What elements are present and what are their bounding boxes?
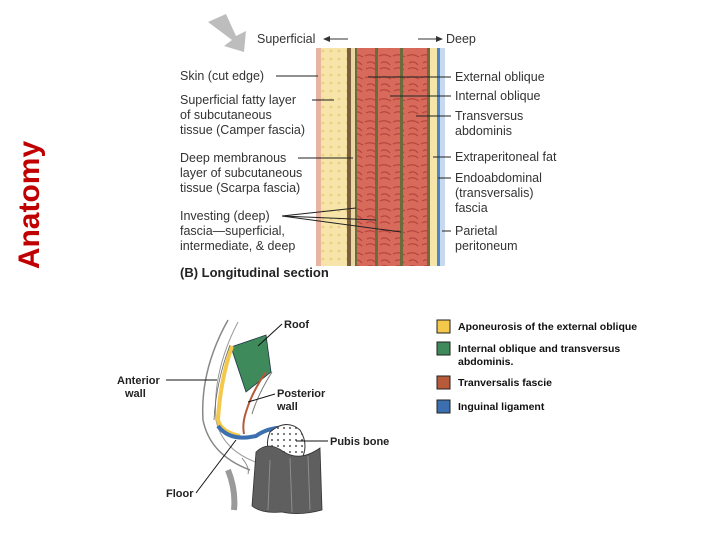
svg-text:Tranversalis fascie: Tranversalis fascie	[458, 377, 552, 389]
right-label-3: Transversus abdominis	[455, 109, 523, 138]
section-caption: (B) Longitudinal section	[180, 265, 329, 280]
svg-text:peritoneum: peritoneum	[455, 239, 518, 253]
svg-text:Superficial fatty layer: Superficial fatty layer	[180, 93, 296, 107]
roof-label: Roof	[284, 319, 309, 331]
svg-text:layer of subcutaneous: layer of subcutaneous	[180, 166, 302, 180]
right-label-5: Endoabdominal (transversalis) fascia	[455, 171, 542, 215]
posterior-wall-label: Posterior wall	[276, 388, 326, 413]
inguinal-canal-diagram	[201, 319, 323, 514]
legend-item-aponeurosis: Aponeurosis of the external oblique	[436, 319, 637, 334]
arrow-right-icon	[436, 36, 443, 42]
legend-item-transversalis: Tranversalis fascie	[436, 375, 552, 390]
bottom-leader-lines	[166, 323, 328, 494]
svg-text:Internal oblique and transvers: Internal oblique and transversus	[458, 343, 620, 355]
left-label-3: Deep membranous layer of subcutaneous ti…	[180, 151, 302, 195]
right-label-4: Extraperitoneal fat	[455, 150, 557, 164]
floor-label: Floor	[166, 488, 194, 500]
svg-text:Parietal: Parietal	[455, 224, 497, 238]
left-label-2: Superficial fatty layer of subcutaneous …	[180, 93, 305, 137]
svg-text:tissue (Camper fascia): tissue (Camper fascia)	[180, 123, 305, 137]
right-label-2: Internal oblique	[455, 89, 541, 103]
direction-superficial: Superficial	[257, 32, 315, 46]
svg-text:Endoabdominal: Endoabdominal	[455, 171, 542, 185]
svg-text:fascia: fascia	[455, 201, 488, 215]
svg-text:tissue (Scarpa fascia): tissue (Scarpa fascia)	[180, 181, 300, 195]
section-diagram	[316, 48, 445, 266]
svg-text:Posterior: Posterior	[277, 388, 326, 400]
svg-text:of subcutaneous: of subcutaneous	[180, 108, 272, 122]
legend-item-inguinal-ligament: Inguinal ligament	[436, 399, 545, 414]
svg-text:Anterior: Anterior	[117, 375, 161, 387]
svg-text:abdominis.: abdominis.	[458, 356, 514, 368]
legend: Aponeurosis of the external oblique Inte…	[436, 319, 637, 414]
svg-text:wall: wall	[276, 401, 298, 413]
svg-text:wall: wall	[124, 388, 146, 400]
svg-text:Aponeurosis of the external ob: Aponeurosis of the external oblique	[458, 321, 637, 333]
right-leader-lines	[368, 76, 451, 232]
left-leader-lines	[276, 75, 402, 233]
arrow-left-icon	[323, 36, 330, 42]
svg-text:Deep membranous: Deep membranous	[180, 151, 286, 165]
svg-text:(transversalis): (transversalis)	[455, 186, 534, 200]
right-label-1: External oblique	[455, 70, 545, 84]
svg-text:abdominis: abdominis	[455, 124, 512, 138]
anterior-wall-label: Anterior wall	[117, 375, 161, 400]
right-label-6: Parietal peritoneum	[455, 224, 518, 253]
left-label-1: Skin (cut edge)	[180, 69, 264, 83]
svg-text:fascia—superficial,: fascia—superficial,	[180, 224, 285, 238]
pubis-bone-label: Pubis bone	[330, 436, 389, 448]
left-label-4: Investing (deep) fascia—superficial, int…	[180, 209, 295, 253]
svg-text:Investing (deep): Investing (deep)	[180, 209, 270, 223]
svg-text:intermediate, & deep: intermediate, & deep	[180, 239, 295, 253]
legend-item-internal-oblique: Internal oblique and transversus abdomin…	[436, 341, 620, 368]
svg-text:Transversus: Transversus	[455, 109, 523, 123]
direction-deep: Deep	[446, 32, 476, 46]
svg-text:Inguinal ligament: Inguinal ligament	[458, 401, 545, 413]
view-direction-arrow-icon	[208, 14, 246, 52]
svg-text:Skin (cut edge): Skin (cut edge)	[180, 69, 264, 83]
